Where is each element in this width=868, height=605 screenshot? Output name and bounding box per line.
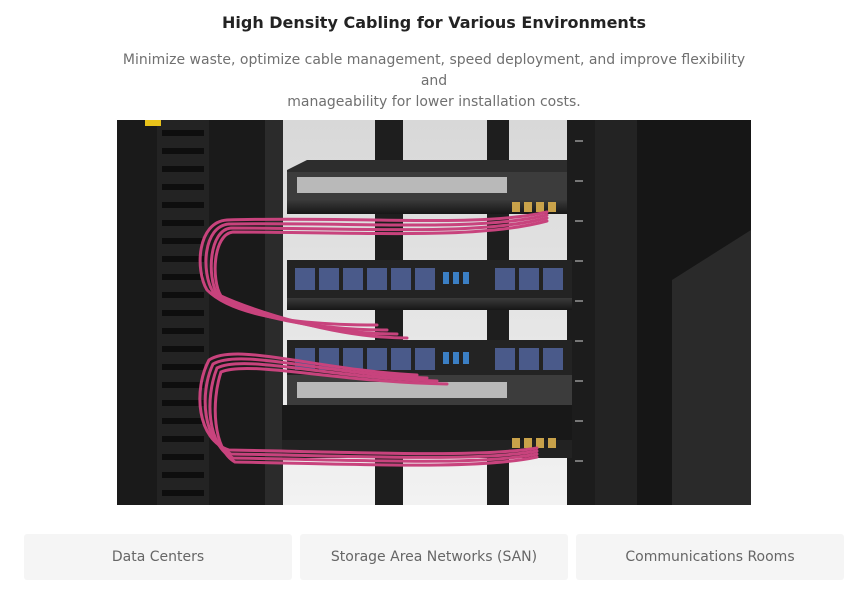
- environment-tabs: Data Centers Storage Area Networks (SAN)…: [24, 534, 844, 580]
- switch-1-shelf: [287, 200, 567, 214]
- gold-connectors: [512, 202, 556, 448]
- left-rail: [265, 120, 283, 505]
- subtitle-line-2: manageability for lower installation cos…: [287, 94, 581, 110]
- right-door-frame: [672, 230, 751, 505]
- left-cable-fingers: [162, 130, 204, 496]
- tab-data-centers[interactable]: Data Centers: [24, 534, 292, 580]
- page-subtitle: Minimize waste, optimize cable managemen…: [114, 50, 754, 113]
- subtitle-line-1: Minimize waste, optimize cable managemen…: [122, 52, 746, 89]
- switch-1-top: [287, 160, 567, 172]
- switch-2-ports: [297, 382, 507, 398]
- page-title: High Density Cabling for Various Environ…: [221, 13, 646, 32]
- switch-1-ports: [297, 177, 507, 193]
- panel-1-shelf: [287, 298, 572, 310]
- tab-communications-rooms[interactable]: Communications Rooms: [576, 534, 844, 580]
- yellow-tag: [145, 120, 161, 126]
- rack-cabling-image: [117, 120, 751, 505]
- rack-illustration: [117, 120, 751, 505]
- panel-1-cassettes: [295, 268, 563, 290]
- panel-1-blue-connectors: [443, 272, 469, 284]
- panel-2-blue-connectors: [443, 352, 469, 364]
- rack-unit-marks: [575, 140, 583, 462]
- switch-2-shelf: [282, 405, 572, 440]
- fiber-cables: [198, 210, 549, 467]
- tab-storage-area-networks[interactable]: Storage Area Networks (SAN): [300, 534, 568, 580]
